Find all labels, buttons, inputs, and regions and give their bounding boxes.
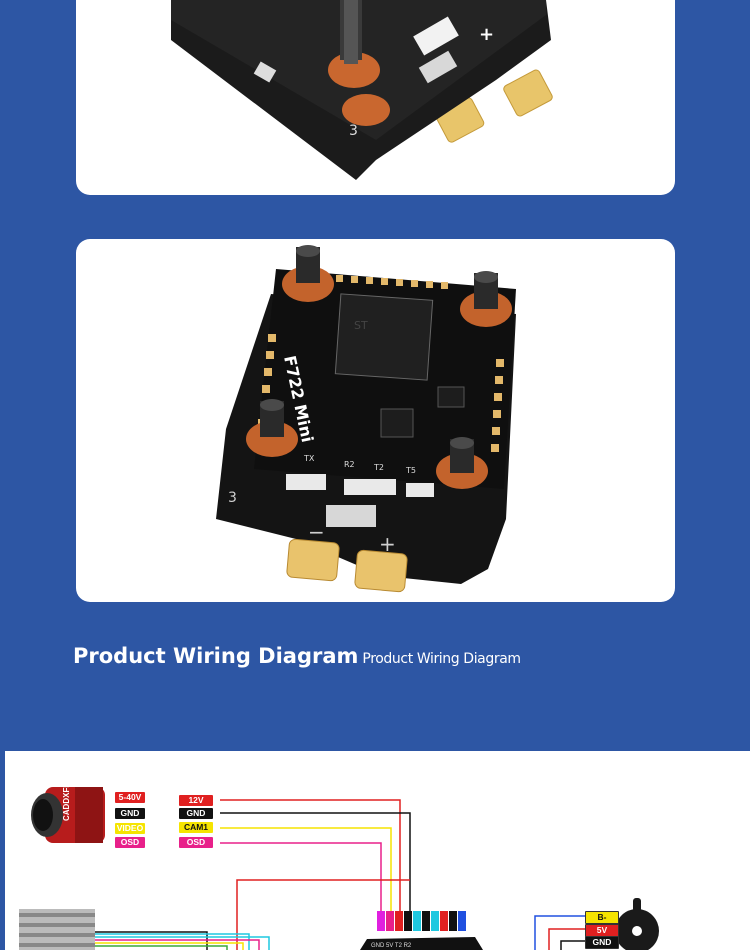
camera-label-power: 5-40V: [115, 792, 145, 803]
section-subtitle: Product Wiring Diagram: [362, 651, 521, 667]
fpv-camera-image: CADDXFPV: [31, 776, 105, 843]
wiring-lines: CADDXFPV: [19, 776, 659, 950]
buzzer-label-b-minus: B-: [585, 911, 619, 924]
board-pad-label: R2: [344, 460, 355, 469]
buzzer-image: [615, 898, 659, 950]
fc-label-cam1: CAM1: [179, 822, 213, 833]
side-number-label-2: 3: [228, 490, 237, 506]
power-plus-label: +: [479, 24, 494, 45]
board-pad-label: T2: [373, 463, 384, 472]
power-minus-label: −: [308, 520, 325, 544]
fc-label-gnd: GND: [179, 808, 213, 819]
fc-header-pins: GND 5V T2 R2: [360, 911, 483, 950]
product-photo-top: 3 +: [76, 0, 675, 195]
vtx-module-image: [19, 909, 95, 950]
buzzer-label-5v: 5V: [585, 924, 619, 937]
power-plus-label-2: +: [379, 532, 396, 556]
wiring-diagram: CADDXFPV: [5, 751, 750, 950]
flight-controller-photo-main: − + 3 ST F722 Mini TX R2: [216, 245, 516, 593]
camera-label-gnd: GND: [115, 808, 145, 819]
camera-label-video: VIDEO: [115, 823, 145, 834]
fc-label-12v: 12V: [179, 795, 213, 806]
board-pad-label: T5: [405, 466, 416, 475]
side-number-label: 3: [349, 123, 358, 139]
camera-label-osd: OSD: [115, 837, 145, 848]
board-pad-label: TX: [303, 454, 315, 463]
mcu-logo-text: ST: [354, 319, 368, 332]
fc-edge-text: GND 5V T2 R2: [371, 943, 412, 949]
fc-label-osd: OSD: [179, 837, 213, 848]
product-photo-main: − + 3 ST F722 Mini TX R2: [76, 239, 675, 602]
flight-controller-photo-top: 3 +: [171, 0, 553, 180]
buzzer-label-gnd: GND: [585, 936, 619, 949]
camera-brand-text: CADDXFPV: [62, 776, 71, 821]
section-title: Product Wiring Diagram: [73, 644, 359, 668]
